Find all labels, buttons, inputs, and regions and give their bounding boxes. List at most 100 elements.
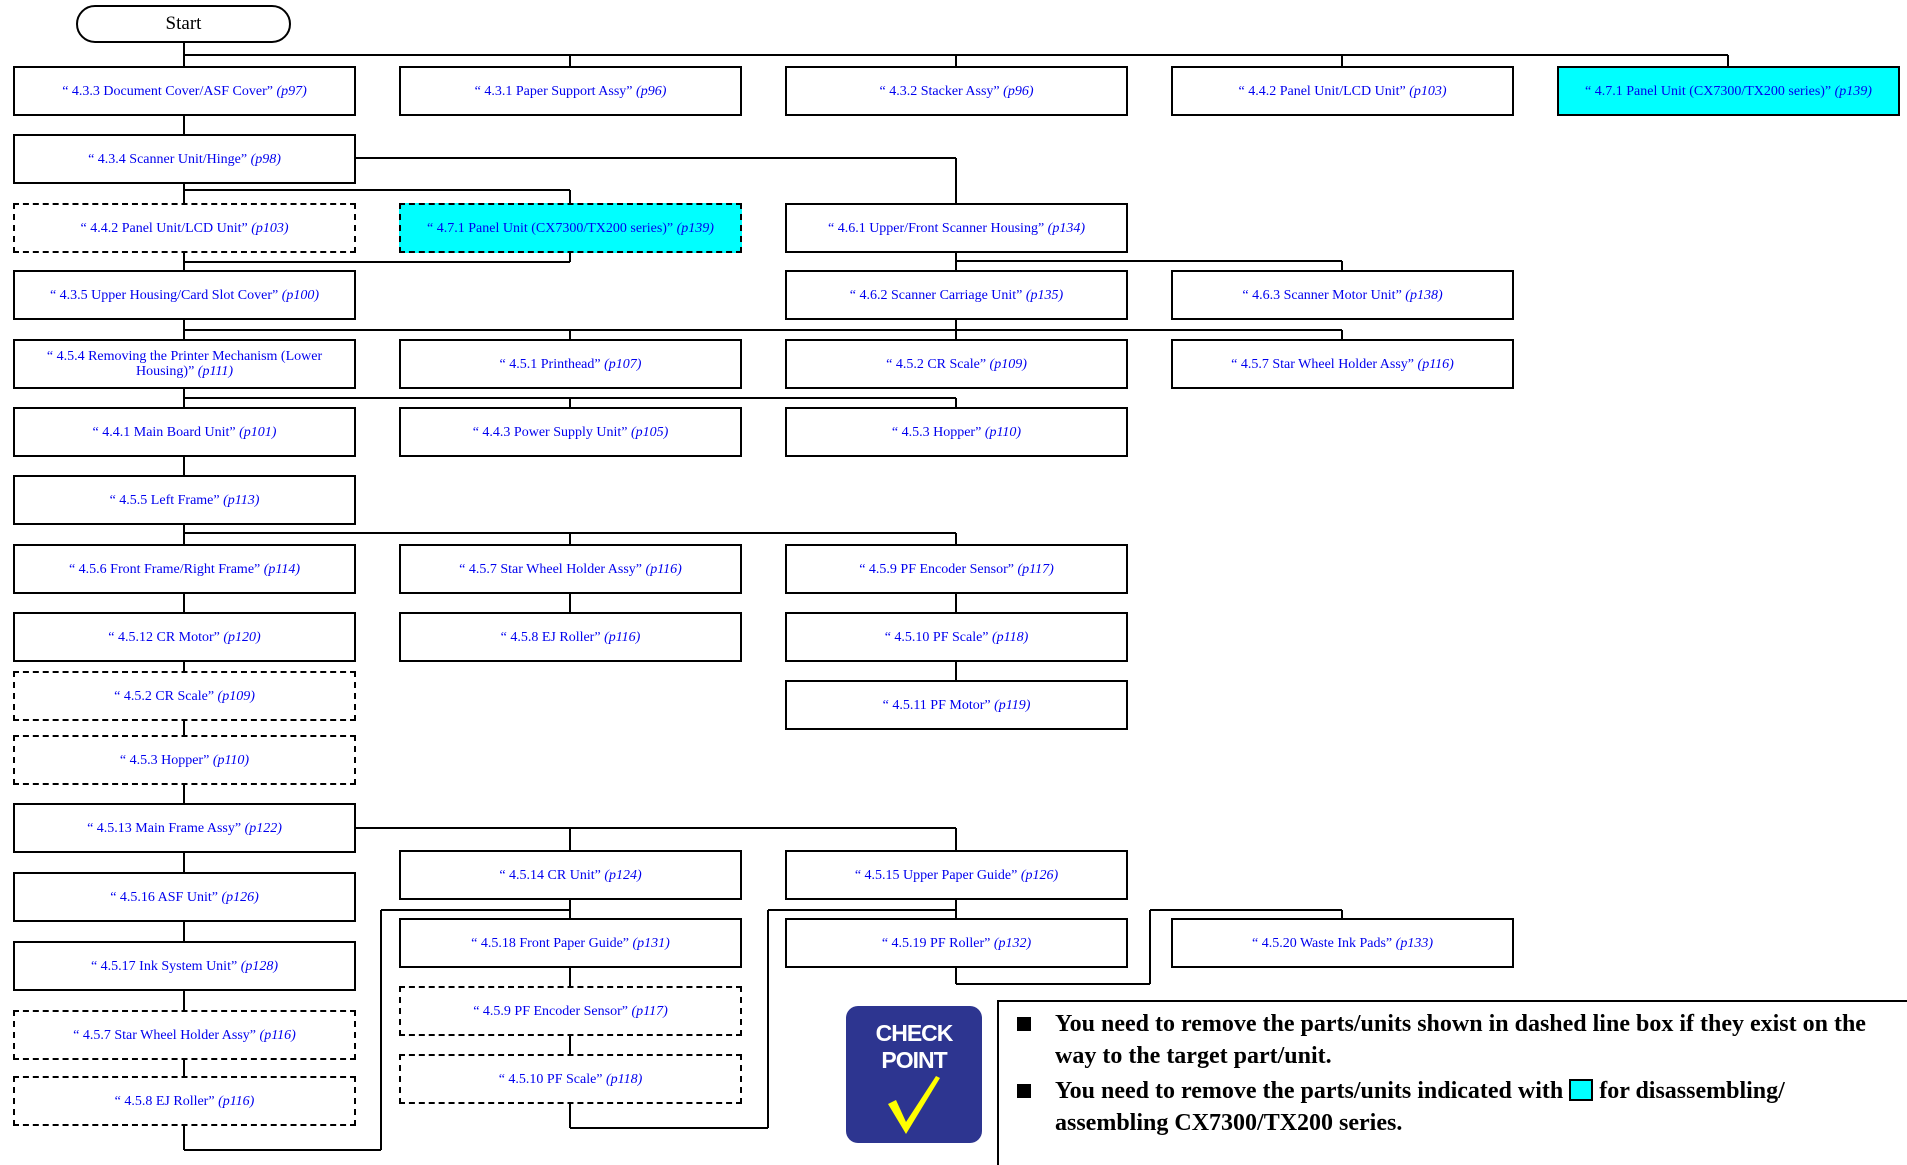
flow-box-label: “ 4.5.7 Star Wheel Holder Assy” (p116): [73, 1028, 296, 1043]
flow-box-page-ref: (p113): [219, 492, 260, 508]
flow-box-label: “ 4.5.3 Hopper” (p110): [120, 753, 249, 768]
flow-box-title: “ 4.5.6 Front Frame/Right Frame”: [68, 561, 261, 577]
flow-box[interactable]: “ 4.4.2 Panel Unit/LCD Unit” (p103): [1171, 66, 1514, 116]
flow-box-label: “ 4.5.20 Waste Ink Pads” (p133): [1252, 936, 1433, 951]
flow-box[interactable]: “ 4.5.10 PF Scale” (p118): [785, 612, 1128, 662]
flow-box[interactable]: “ 4.5.18 Front Paper Guide” (p131): [399, 918, 742, 968]
flow-box[interactable]: “ 4.5.9 PF Encoder Sensor” (p117): [399, 986, 742, 1036]
flow-box[interactable]: “ 4.5.10 PF Scale” (p118): [399, 1054, 742, 1104]
flow-box[interactable]: “ 4.4.3 Power Supply Unit” (p105): [399, 407, 742, 457]
flow-box-title: “ 4.5.5 Left Frame”: [109, 492, 220, 508]
flow-box[interactable]: “ 4.5.8 EJ Roller” (p116): [13, 1076, 356, 1126]
flow-box-title: “ 4.4.2 Panel Unit/LCD Unit”: [80, 220, 248, 236]
flow-box[interactable]: “ 4.5.7 Star Wheel Holder Assy” (p116): [399, 544, 742, 594]
start-node[interactable]: Start: [76, 5, 291, 43]
flow-box-page-ref: (p117): [1013, 561, 1054, 577]
flow-box-label: “ 4.4.2 Panel Unit/LCD Unit” (p103): [1238, 84, 1446, 99]
flow-box-page-ref: (p97): [272, 83, 307, 99]
flow-box[interactable]: “ 4.7.1 Panel Unit (CX7300/TX200 series)…: [1557, 66, 1900, 116]
flow-box[interactable]: “ 4.5.2 CR Scale” (p109): [785, 339, 1128, 389]
flow-box[interactable]: “ 4.5.6 Front Frame/Right Frame” (p114): [13, 544, 356, 594]
flow-box-page-ref: (p107): [600, 356, 642, 372]
flow-box-page-ref: (p110): [981, 424, 1022, 440]
flow-box-title: “ 4.5.3 Hopper”: [891, 424, 982, 440]
flow-box-label: “ 4.5.17 Ink System Unit” (p128): [91, 959, 278, 974]
flow-box-page-ref: (p128): [237, 958, 279, 974]
flow-box[interactable]: “ 4.5.11 PF Motor” (p119): [785, 680, 1128, 730]
flow-box-title: “ 4.5.2 CR Scale”: [886, 356, 987, 372]
flow-box-page-ref: (p120): [219, 629, 261, 645]
flow-box-label: “ 4.7.1 Panel Unit (CX7300/TX200 series)…: [427, 221, 714, 236]
flow-box[interactable]: “ 4.5.2 CR Scale” (p109): [13, 671, 356, 721]
flow-box[interactable]: “ 4.6.1 Upper/Front Scanner Housing” (p1…: [785, 203, 1128, 253]
flow-box-page-ref: (p131): [629, 935, 670, 951]
flow-box[interactable]: “ 4.6.3 Scanner Motor Unit” (p138): [1171, 270, 1514, 320]
flow-box-page-ref: (p139): [1831, 83, 1872, 99]
flow-box[interactable]: “ 4.4.2 Panel Unit/LCD Unit” (p103): [13, 203, 356, 253]
flow-box-title: “ 4.5.9 PF Encoder Sensor”: [473, 1003, 628, 1019]
flow-box[interactable]: “ 4.5.8 EJ Roller” (p116): [399, 612, 742, 662]
flow-box-title: “ 4.4.1 Main Board Unit”: [92, 424, 236, 440]
flow-box-title: “ 4.4.3 Power Supply Unit”: [472, 424, 628, 440]
flow-box-label: “ 4.5.1 Printhead” (p107): [500, 357, 642, 372]
flow-box-label: “ 4.5.14 CR Unit” (p124): [499, 868, 641, 883]
flow-box[interactable]: “ 4.5.20 Waste Ink Pads” (p133): [1171, 918, 1514, 968]
flow-box-label: “ 4.7.1 Panel Unit (CX7300/TX200 series)…: [1585, 84, 1872, 99]
flow-box[interactable]: “ 4.5.13 Main Frame Assy” (p122): [13, 803, 356, 853]
flow-box-label: “ 4.4.2 Panel Unit/LCD Unit” (p103): [80, 221, 288, 236]
checkpoint-note: You need to remove the parts/units shown…: [997, 1000, 1907, 1165]
flow-box-page-ref: (p134): [1044, 220, 1085, 236]
flow-box-label: “ 4.5.12 CR Motor” (p120): [108, 630, 260, 645]
flow-box[interactable]: “ 4.5.1 Printhead” (p107): [399, 339, 742, 389]
flow-box[interactable]: “ 4.6.2 Scanner Carriage Unit” (p135): [785, 270, 1128, 320]
flow-box[interactable]: “ 4.5.12 CR Motor” (p120): [13, 612, 356, 662]
flow-box[interactable]: “ 4.5.19 PF Roller” (p132): [785, 918, 1128, 968]
flow-box[interactable]: “ 4.5.3 Hopper” (p110): [785, 407, 1128, 457]
flow-box[interactable]: “ 4.3.1 Paper Support Assy” (p96): [399, 66, 742, 116]
flow-box[interactable]: “ 4.4.1 Main Board Unit” (p101): [13, 407, 356, 457]
flow-box[interactable]: “ 4.5.14 CR Unit” (p124): [399, 850, 742, 900]
flow-box[interactable]: “ 4.3.2 Stacker Assy” (p96): [785, 66, 1128, 116]
flow-box[interactable]: “ 4.7.1 Panel Unit (CX7300/TX200 series)…: [399, 203, 742, 253]
flow-box-title: “ 4.5.4 Removing the Printer Mechanism (…: [46, 349, 323, 379]
flow-box[interactable]: “ 4.3.5 Upper Housing/Card Slot Cover” (…: [13, 270, 356, 320]
flow-box[interactable]: “ 4.5.3 Hopper” (p110): [13, 735, 356, 785]
flow-box[interactable]: “ 4.3.3 Document Cover/ASF Cover” (p97): [13, 66, 356, 116]
flow-box-label: “ 4.6.2 Scanner Carriage Unit” (p135): [850, 288, 1063, 303]
flow-box-title: “ 4.4.2 Panel Unit/LCD Unit”: [1238, 83, 1406, 99]
bullet-icon: [1017, 1017, 1031, 1031]
flow-box[interactable]: “ 4.5.9 PF Encoder Sensor” (p117): [785, 544, 1128, 594]
flow-box-title: “ 4.5.8 EJ Roller”: [500, 629, 601, 645]
flow-box-label: “ 4.5.8 EJ Roller” (p116): [501, 630, 641, 645]
flow-box-page-ref: (p114): [260, 561, 301, 577]
flow-box-label: “ 4.5.9 PF Encoder Sensor” (p117): [473, 1004, 668, 1019]
flow-box-title: “ 4.5.10 PF Scale”: [498, 1071, 603, 1087]
flow-box-label: “ 4.3.2 Stacker Assy” (p96): [880, 84, 1034, 99]
flow-box-label: “ 4.5.7 Star Wheel Holder Assy” (p116): [1231, 357, 1454, 372]
flow-box-title: “ 4.6.2 Scanner Carriage Unit”: [849, 287, 1023, 303]
flow-box[interactable]: “ 4.5.17 Ink System Unit” (p128): [13, 941, 356, 991]
flow-box-page-ref: (p101): [235, 424, 277, 440]
flow-box[interactable]: “ 4.5.15 Upper Paper Guide” (p126): [785, 850, 1128, 900]
flow-box[interactable]: “ 4.5.7 Star Wheel Holder Assy” (p116): [13, 1010, 356, 1060]
flow-box-title: “ 4.5.13 Main Frame Assy”: [87, 820, 242, 836]
flow-box-label: “ 4.5.6 Front Frame/Right Frame” (p114): [69, 562, 300, 577]
flow-box-title: “ 4.5.10 PF Scale”: [884, 629, 989, 645]
flow-box-label: “ 4.5.18 Front Paper Guide” (p131): [471, 936, 670, 951]
flow-box[interactable]: “ 4.5.7 Star Wheel Holder Assy” (p116): [1171, 339, 1514, 389]
flow-box-title: “ 4.5.15 Upper Paper Guide”: [854, 867, 1018, 883]
flow-box-page-ref: (p96): [632, 83, 667, 99]
flow-box-title: “ 4.5.8 EJ Roller”: [114, 1093, 215, 1109]
flow-box-title: “ 4.5.18 Front Paper Guide”: [471, 935, 630, 951]
flow-box[interactable]: “ 4.5.4 Removing the Printer Mechanism (…: [13, 339, 356, 389]
flow-box[interactable]: “ 4.3.4 Scanner Unit/Hinge” (p98): [13, 134, 356, 184]
flow-box-title: “ 4.3.4 Scanner Unit/Hinge”: [88, 151, 248, 167]
flow-box-page-ref: (p119): [990, 697, 1031, 713]
flow-box-page-ref: (p109): [214, 688, 255, 704]
flow-box-label: “ 4.3.5 Upper Housing/Card Slot Cover” (…: [50, 288, 319, 303]
flow-box-page-ref: (p103): [247, 220, 289, 236]
flow-box[interactable]: “ 4.5.16 ASF Unit” (p126): [13, 872, 356, 922]
flow-box[interactable]: “ 4.5.5 Left Frame” (p113): [13, 475, 356, 525]
flow-box-title: “ 4.7.1 Panel Unit (CX7300/TX200 series)…: [427, 220, 674, 236]
